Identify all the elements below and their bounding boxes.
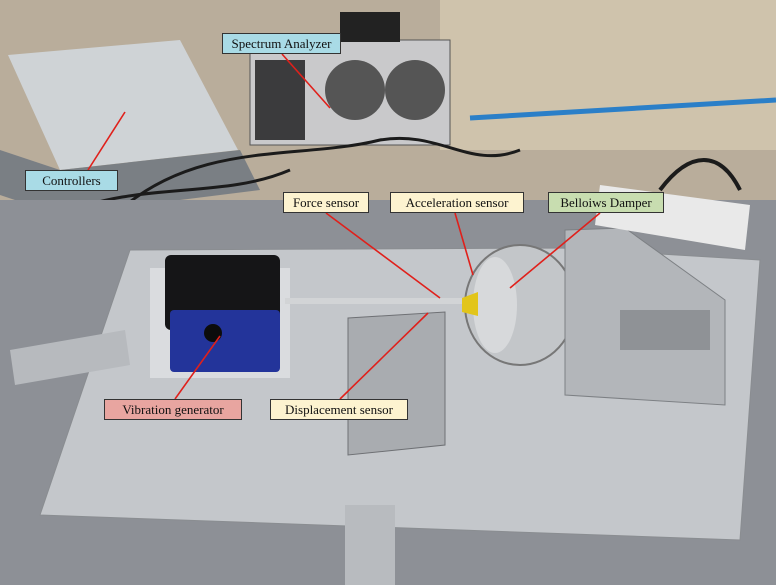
leader-displacement	[339, 312, 429, 400]
damper-face	[473, 257, 517, 353]
vibration-generator-label: Vibration generator	[104, 399, 242, 420]
leader-bellows	[509, 212, 601, 289]
shaker-blue-plate	[170, 310, 280, 372]
fan-right	[385, 60, 445, 120]
leader-spectrum	[281, 53, 331, 109]
leader-vibration	[174, 335, 221, 400]
bellows-damper-label: Belloiws Damper	[548, 192, 664, 213]
leader-controllers	[87, 111, 126, 171]
fan-left	[325, 60, 385, 120]
leader-lines	[87, 53, 601, 400]
clamp-bottom	[345, 505, 395, 585]
controllers-label: Controllers	[25, 170, 118, 191]
analyzer-panel	[255, 60, 305, 140]
sensor-bracket	[347, 311, 446, 456]
cable-1	[119, 137, 521, 212]
damper-adapter	[462, 292, 478, 316]
floor-tape	[469, 97, 776, 121]
laptop-base	[0, 150, 260, 215]
displacement-sensor-label: Displacement sensor	[270, 399, 408, 420]
power-brick	[340, 12, 400, 42]
clamp-left	[10, 330, 130, 385]
floor-tiles	[440, 0, 776, 150]
shaker-knob	[204, 324, 222, 342]
stinger-rod	[285, 298, 465, 304]
acceleration-sensor-label: Acceleration sensor	[390, 192, 524, 213]
mount-slots	[620, 310, 710, 350]
laptop-screen	[8, 40, 238, 170]
leader-accel	[454, 212, 474, 276]
force-sensor-label: Force sensor	[283, 192, 369, 213]
cable-3	[658, 158, 742, 192]
spectrum-analyzer-label: Spectrum Analyzer	[222, 33, 341, 54]
leader-force	[325, 212, 441, 299]
